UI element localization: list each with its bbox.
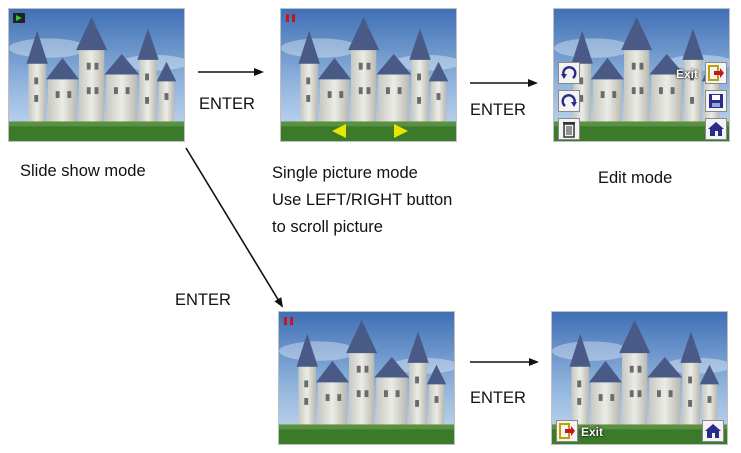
bottom-edit-screen: Exit [551, 311, 728, 445]
enter-label-1: ENTER [199, 95, 255, 113]
save-icon[interactable] [705, 90, 727, 112]
exit-icon[interactable] [556, 420, 578, 442]
edit-screen: Exit [553, 8, 730, 142]
arrow-slideshow-to-bottom [185, 147, 284, 308]
rotate-left-icon[interactable] [558, 62, 580, 84]
bottom-picture-screen [278, 311, 455, 445]
castle-photo [279, 312, 454, 444]
single-mode-label-line2: Use LEFT/RIGHT button [272, 191, 453, 209]
home-icon[interactable] [705, 118, 727, 140]
pause-icon [284, 317, 293, 325]
enter-label-4: ENTER [470, 389, 526, 407]
castle-photo [554, 9, 729, 141]
enter-label-3: ENTER [175, 291, 231, 309]
pause-icon [286, 14, 295, 22]
enter-label-2: ENTER [470, 101, 526, 119]
castle-photo [281, 9, 456, 141]
single-mode-label-line3: to scroll picture [272, 218, 383, 236]
play-icon [13, 13, 25, 23]
castle-photo [9, 9, 184, 141]
edit-mode-label: Edit mode [598, 169, 673, 187]
home-icon[interactable] [702, 420, 724, 442]
castle-photo [552, 312, 727, 444]
exit-label: Exit [676, 67, 699, 81]
single-mode-label-line1: Single picture mode [272, 164, 418, 182]
single-picture-screen [280, 8, 457, 142]
exit-icon[interactable] [705, 62, 727, 84]
right-arrow-icon[interactable] [393, 123, 409, 139]
slideshow-mode-label: Slide show mode [20, 162, 146, 180]
left-arrow-icon[interactable] [331, 123, 347, 139]
rotate-right-icon[interactable] [558, 90, 580, 112]
slideshow-screen [8, 8, 185, 142]
delete-icon[interactable] [558, 118, 580, 140]
exit-label: Exit [581, 425, 604, 439]
